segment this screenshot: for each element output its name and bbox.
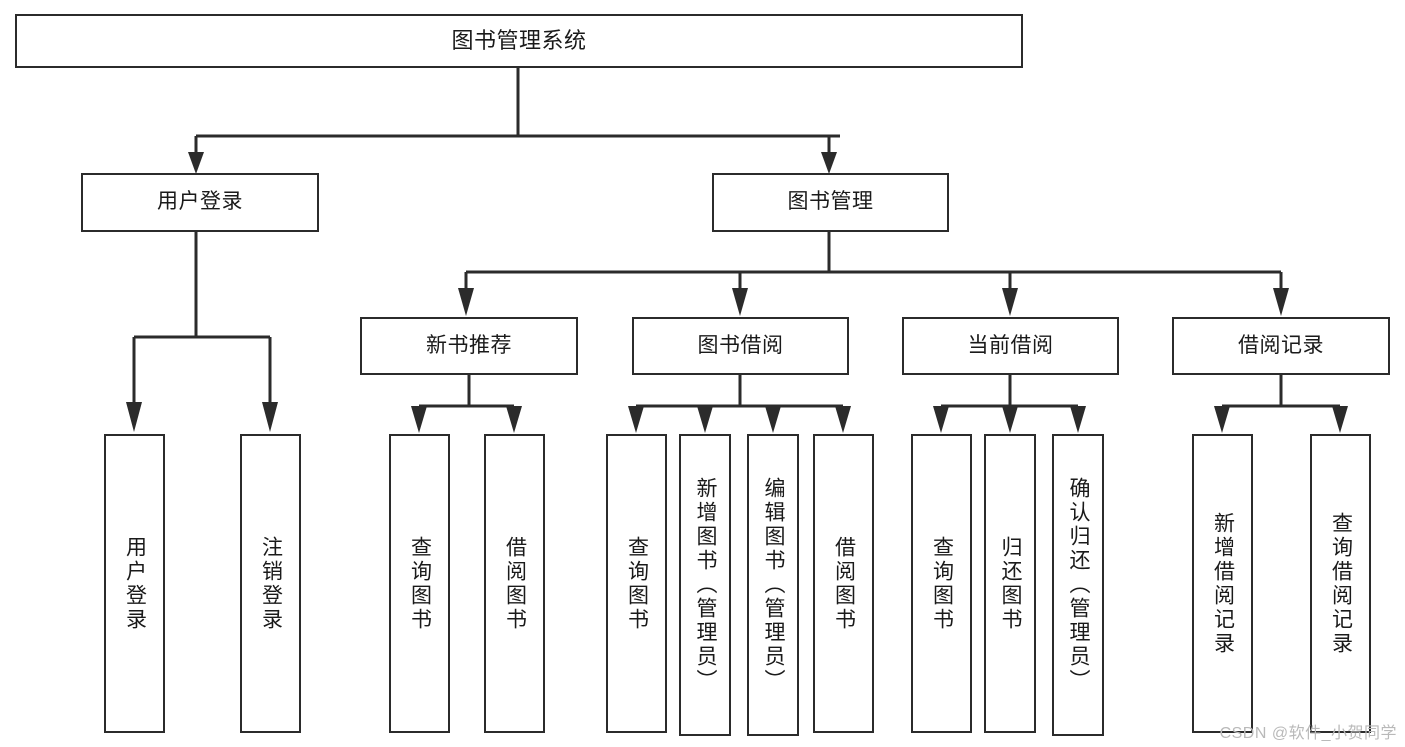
- leaf-query-book-current[interactable]: 查询图书: [911, 434, 972, 733]
- node-label: 图书借阅: [697, 333, 784, 357]
- node-book-borrow[interactable]: 图书借阅: [632, 317, 849, 375]
- node-new-book-recommend[interactable]: 新书推荐: [360, 317, 578, 375]
- leaf-return-book[interactable]: 归还图书: [984, 434, 1036, 733]
- node-label: 图书管理系统: [451, 28, 587, 54]
- leaf-borrow-book-recommend[interactable]: 借阅图书: [484, 434, 545, 733]
- leaf-query-book-borrow[interactable]: 查询图书: [606, 434, 667, 733]
- node-label: 编辑图书（管理员）: [762, 477, 786, 693]
- node-label: 确认归还（管理员）: [1067, 477, 1091, 693]
- node-borrow-records[interactable]: 借阅记录: [1172, 317, 1390, 375]
- node-label: 新书推荐: [426, 333, 512, 357]
- leaf-query-borrow-record[interactable]: 查询借阅记录: [1310, 434, 1371, 733]
- node-label: 当前借阅: [967, 333, 1054, 357]
- node-user-login[interactable]: 用户登录: [81, 173, 319, 232]
- node-label: 查询借阅记录: [1329, 511, 1353, 656]
- node-label: 注销登录: [259, 535, 283, 632]
- node-label: 借阅记录: [1238, 333, 1324, 357]
- node-label: 查询图书: [625, 535, 649, 632]
- leaf-add-book-admin[interactable]: 新增图书（管理员）: [679, 434, 731, 736]
- leaf-edit-book-admin[interactable]: 编辑图书（管理员）: [747, 434, 799, 736]
- node-label: 用户登录: [123, 535, 147, 632]
- node-book-management[interactable]: 图书管理: [712, 173, 949, 232]
- csdn-watermark: CSDN @软件_小贺同学: [1219, 725, 1397, 742]
- node-current-borrow[interactable]: 当前借阅: [902, 317, 1119, 375]
- node-label: 查询图书: [408, 535, 432, 632]
- leaf-add-borrow-record[interactable]: 新增借阅记录: [1192, 434, 1253, 733]
- node-label: 新增图书（管理员）: [694, 477, 718, 693]
- node-label: 借阅图书: [832, 535, 856, 632]
- node-label: 查询图书: [930, 535, 954, 632]
- leaf-query-book-recommend[interactable]: 查询图书: [389, 434, 450, 733]
- leaf-user-login[interactable]: 用户登录: [104, 434, 165, 733]
- leaf-confirm-return-admin[interactable]: 确认归还（管理员）: [1052, 434, 1104, 736]
- node-label: 图书管理: [787, 190, 874, 214]
- node-label: 借阅图书: [503, 535, 527, 632]
- node-root[interactable]: 图书管理系统: [15, 14, 1023, 68]
- node-label: 用户登录: [157, 190, 243, 214]
- leaf-logout[interactable]: 注销登录: [240, 434, 301, 733]
- leaf-borrow-book[interactable]: 借阅图书: [813, 434, 874, 733]
- node-label: 归还图书: [999, 535, 1023, 632]
- node-label: 新增借阅记录: [1211, 511, 1235, 656]
